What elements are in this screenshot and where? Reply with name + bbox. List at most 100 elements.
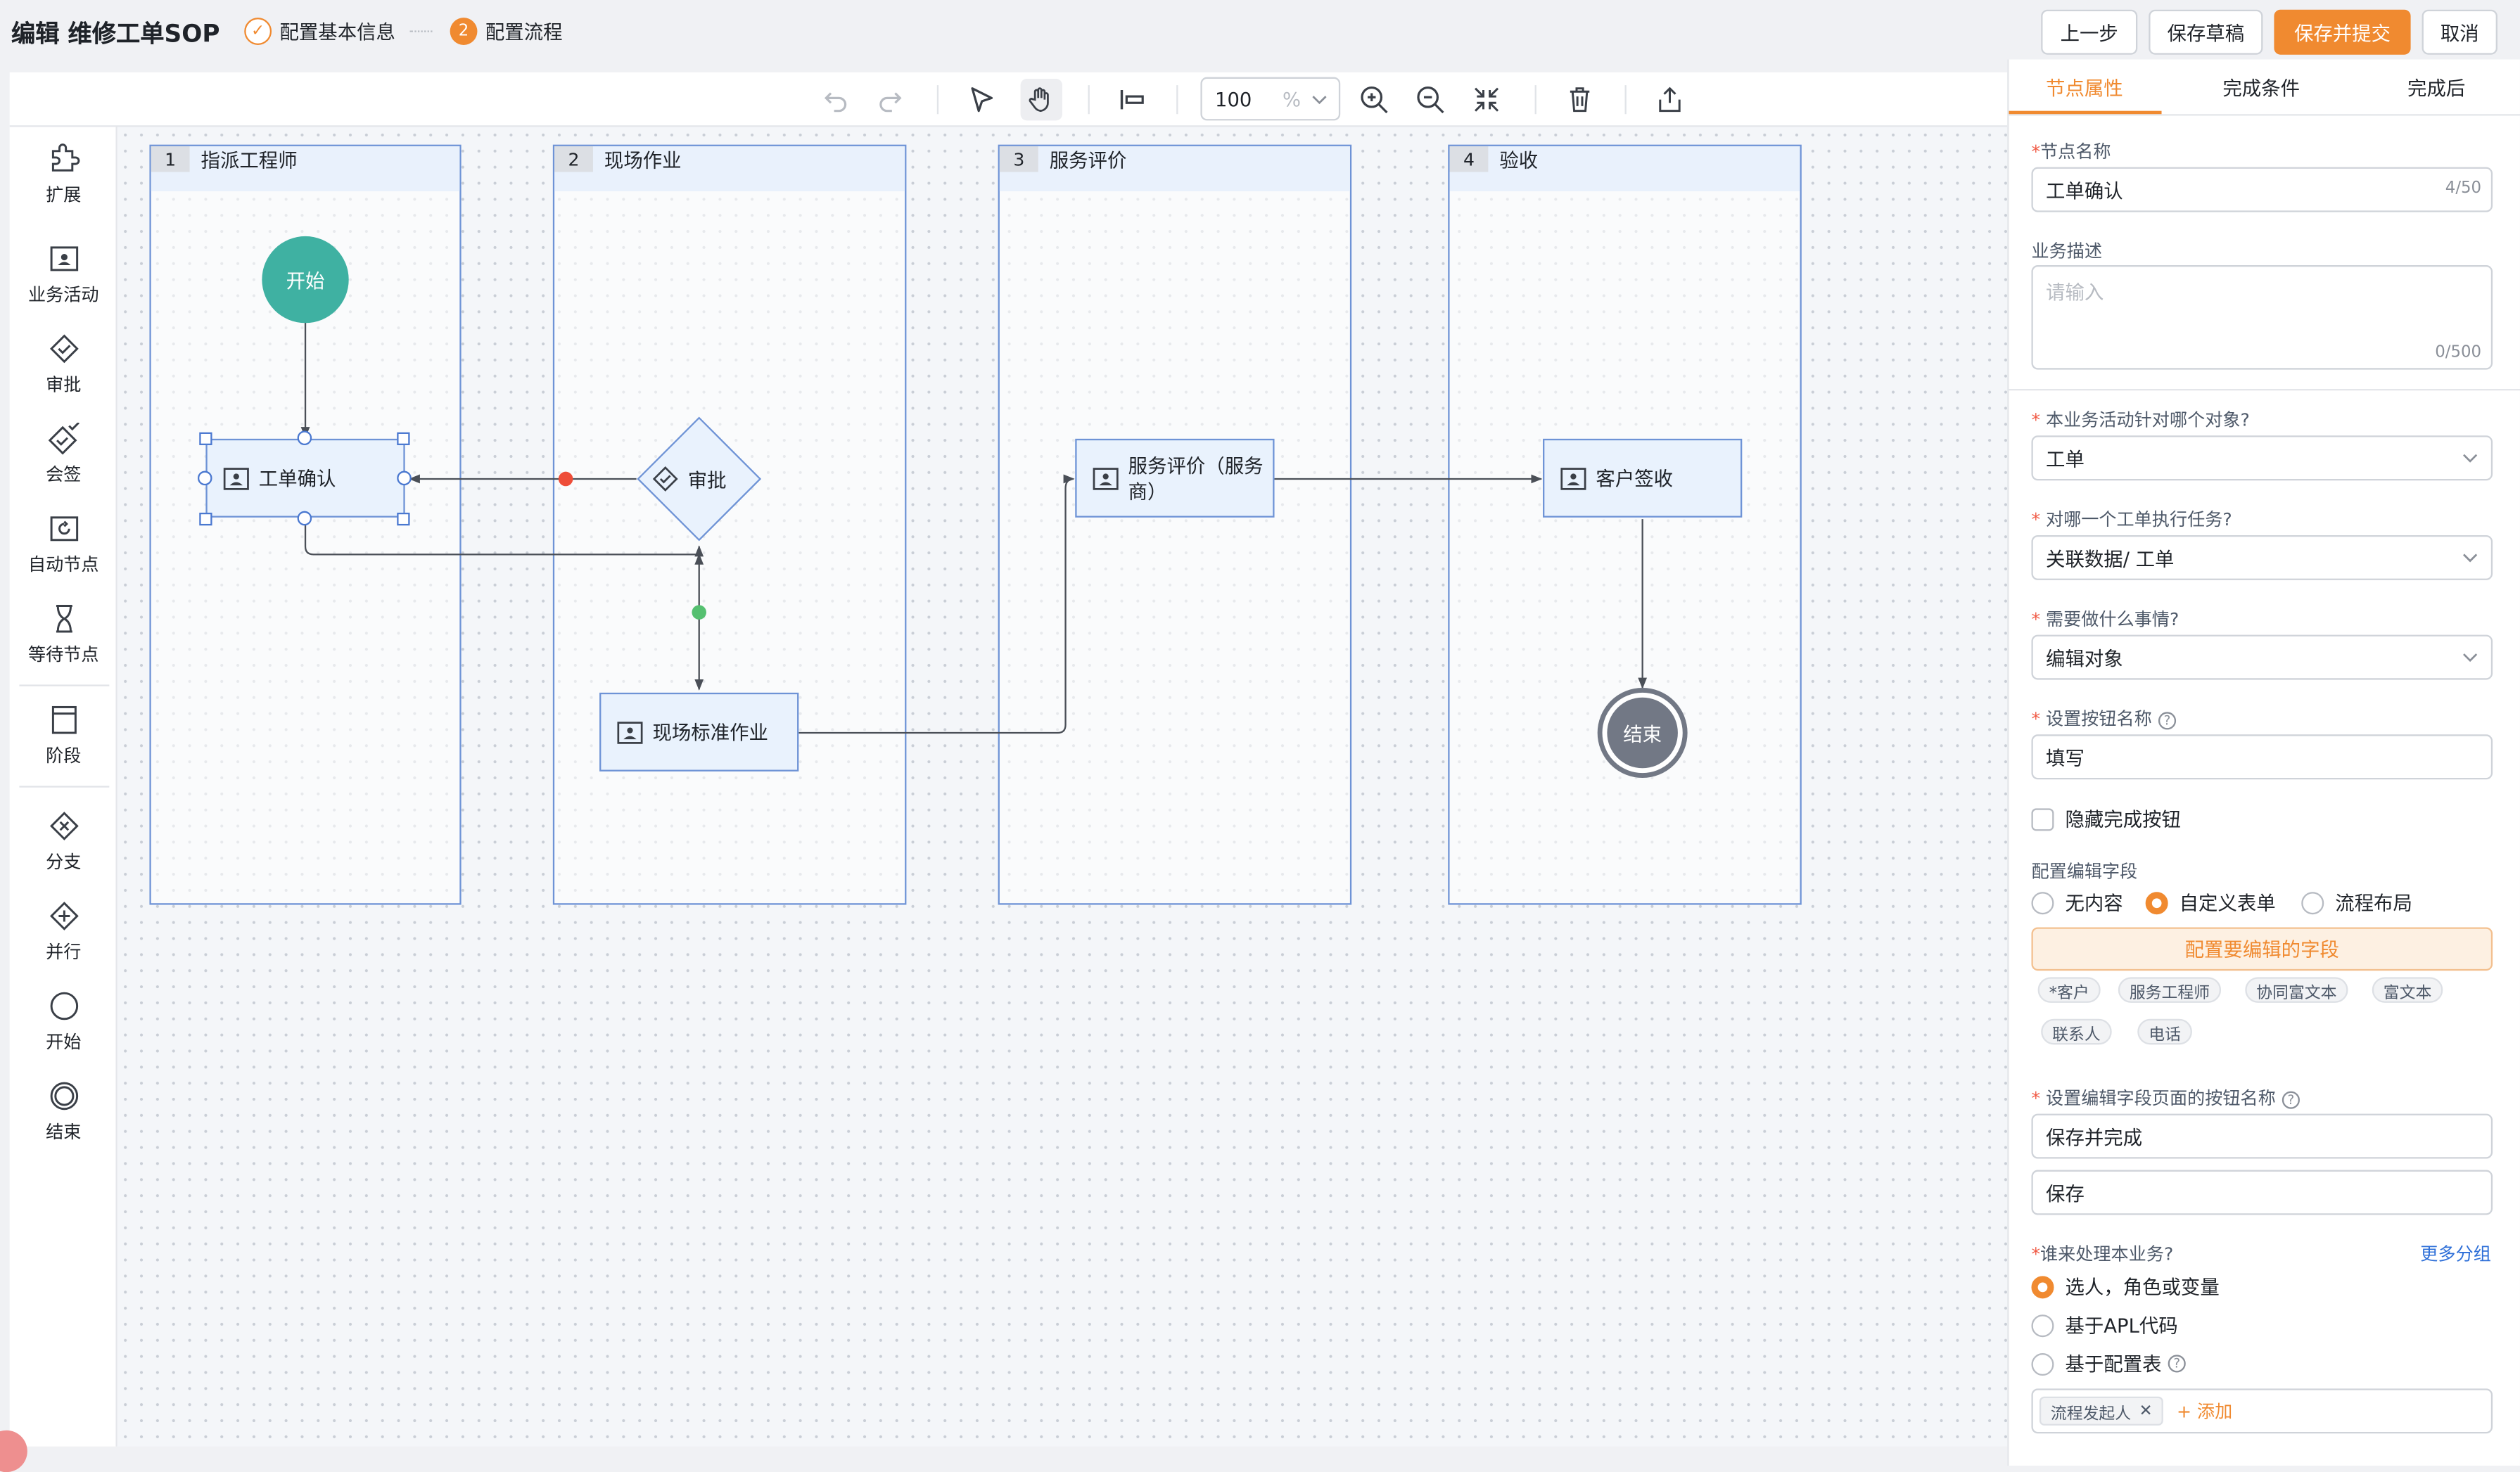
resize-handle[interactable] bbox=[397, 513, 409, 525]
edge-anchor-green[interactable] bbox=[692, 605, 706, 620]
connect-handle[interactable] bbox=[198, 471, 212, 486]
configure-fields-button[interactable]: 配置要编辑的字段 bbox=[2031, 928, 2493, 971]
cancel-button[interactable]: 取消 bbox=[2422, 10, 2497, 55]
input-value: 填写 bbox=[2046, 743, 2085, 771]
node-label: 服务评价（服务商） bbox=[1128, 452, 1264, 504]
radio-label: 基于APL代码 bbox=[2065, 1312, 2177, 1339]
radio-no-content[interactable]: 无内容 bbox=[2031, 889, 2123, 916]
node-label: 审批 bbox=[688, 466, 727, 494]
radio-circle bbox=[2031, 1352, 2054, 1375]
radio-custom-form[interactable]: 自定义表单 bbox=[2146, 889, 2276, 916]
palette-item-activity[interactable]: 业务活动 bbox=[10, 243, 117, 307]
edge-anchor-red[interactable] bbox=[559, 472, 573, 487]
align-icon[interactable] bbox=[1114, 82, 1149, 117]
prev-step-button[interactable]: 上一步 bbox=[2041, 10, 2137, 55]
radio-config-table[interactable]: 基于配置表? bbox=[2031, 1350, 2185, 1377]
description-textarea[interactable]: 请输入 0/500 bbox=[2031, 265, 2493, 370]
radio-label: 无内容 bbox=[2065, 889, 2123, 916]
more-groups-link[interactable]: 更多分组 bbox=[2420, 1241, 2491, 1267]
help-icon[interactable]: ? bbox=[2282, 1090, 2300, 1108]
palette-label: 会签 bbox=[46, 461, 81, 487]
node-customer-signoff[interactable]: 客户签收 bbox=[1543, 439, 1742, 518]
resize-handle[interactable] bbox=[397, 433, 409, 445]
handler-tag-label: 流程发起人 bbox=[2051, 1399, 2131, 1423]
palette-label: 自动节点 bbox=[28, 551, 99, 577]
palette-item-start[interactable]: 开始 bbox=[10, 990, 117, 1054]
checkbox-label: 隐藏完成按钮 bbox=[2065, 805, 2181, 833]
node-service-evaluation[interactable]: 服务评价（服务商） bbox=[1075, 439, 1274, 518]
toolbar-divider bbox=[1625, 85, 1627, 114]
field-tag: *客户 bbox=[2038, 977, 2101, 1003]
help-icon[interactable]: ? bbox=[2168, 1355, 2186, 1372]
palette-item-auto-node[interactable]: 自动节点 bbox=[10, 513, 117, 577]
palette-item-approval[interactable]: 审批 bbox=[10, 333, 117, 397]
action-select[interactable]: 编辑对象 bbox=[2031, 635, 2493, 680]
node-name-input[interactable]: 工单确认 4/50 bbox=[2031, 167, 2493, 212]
start-node[interactable]: 开始 bbox=[262, 236, 348, 323]
auto-node-icon bbox=[47, 513, 79, 545]
button-name-input[interactable]: 填写 bbox=[2031, 734, 2493, 779]
panel-divider bbox=[2009, 389, 2520, 390]
char-count: 0/500 bbox=[2435, 344, 2481, 361]
save-complete-name-input[interactable]: 保存并完成 bbox=[2031, 1114, 2493, 1159]
hide-complete-button-checkbox[interactable]: 隐藏完成按钮 bbox=[2031, 805, 2180, 833]
toolbar-divider bbox=[937, 85, 938, 114]
edit-fields-label: 配置编辑字段 bbox=[2031, 858, 2137, 884]
tab-after-completion[interactable]: 完成后 bbox=[2407, 74, 2465, 101]
connect-handle[interactable] bbox=[298, 430, 312, 445]
palette-item-branch[interactable]: 分支 bbox=[10, 810, 117, 874]
flow-canvas[interactable]: 1 指派工程师 2 现场作业 3 服务评价 4 验收 bbox=[117, 127, 2007, 1447]
tab-node-properties[interactable]: 节点属性 bbox=[2046, 74, 2123, 101]
resize-handle[interactable] bbox=[199, 433, 212, 445]
node-onsite-standard-work[interactable]: 现场标准作业 bbox=[599, 693, 798, 772]
fit-screen-icon[interactable] bbox=[1469, 82, 1504, 117]
help-icon[interactable]: ? bbox=[2158, 711, 2176, 729]
radio-flow-layout[interactable]: 流程布局 bbox=[2301, 889, 2412, 916]
connect-handle[interactable] bbox=[397, 471, 412, 486]
select-value: 编辑对象 bbox=[2046, 644, 2123, 671]
tab-completion-conditions[interactable]: 完成条件 bbox=[2222, 74, 2300, 101]
handler-picker[interactable]: 流程发起人 ✕ + 添加 bbox=[2031, 1388, 2493, 1433]
field-tag: 联系人 bbox=[2041, 1019, 2112, 1045]
save-submit-button[interactable]: 保存并提交 bbox=[2274, 10, 2410, 55]
connect-handle[interactable] bbox=[298, 511, 312, 526]
zoom-out-icon[interactable] bbox=[1413, 82, 1448, 117]
hand-pan-icon[interactable] bbox=[1021, 79, 1062, 120]
palette-label: 阶段 bbox=[46, 743, 81, 769]
palette-item-end[interactable]: 结束 bbox=[10, 1080, 117, 1144]
radio-circle bbox=[2031, 1275, 2054, 1298]
start-label: 开始 bbox=[286, 266, 325, 293]
close-icon[interactable]: ✕ bbox=[2139, 1402, 2153, 1420]
export-icon[interactable] bbox=[1652, 82, 1687, 117]
palette-item-wait-node[interactable]: 等待节点 bbox=[10, 603, 117, 667]
node-approval[interactable]: 审批 bbox=[637, 416, 762, 542]
radio-apl-code[interactable]: 基于APL代码 bbox=[2031, 1312, 2177, 1339]
edge-onsite-to-eval[interactable] bbox=[798, 479, 1074, 733]
step-label: 配置基本信息 bbox=[279, 18, 395, 45]
palette-item-parallel[interactable]: 并行 bbox=[10, 900, 117, 964]
resize-handle[interactable] bbox=[199, 513, 212, 525]
node-ticket-confirm[interactable]: 工单确认 bbox=[205, 439, 405, 518]
task-target-select[interactable]: 关联数据/ 工单 bbox=[2031, 535, 2493, 580]
step-label: 配置流程 bbox=[485, 18, 563, 45]
input-value: 保存并完成 bbox=[2046, 1122, 2142, 1150]
save-name-input[interactable]: 保存 bbox=[2031, 1170, 2493, 1215]
palette-item-stage[interactable]: 阶段 bbox=[10, 704, 117, 768]
delete-icon[interactable] bbox=[1562, 82, 1597, 117]
step-config-flow[interactable]: 2 配置流程 bbox=[450, 18, 563, 45]
step-basic-info[interactable]: ✓ 配置基本信息 bbox=[244, 18, 395, 45]
radio-select-people[interactable]: 选人，角色或变量 bbox=[2031, 1273, 2219, 1300]
zoom-select[interactable]: 100 % bbox=[1200, 77, 1340, 121]
chevron-down-icon bbox=[1311, 94, 1328, 106]
palette-item-extension[interactable]: 扩展 bbox=[10, 140, 117, 207]
select-pointer-icon[interactable] bbox=[965, 82, 1000, 117]
undo-icon[interactable] bbox=[818, 82, 853, 117]
redo-icon[interactable] bbox=[872, 82, 908, 117]
end-node[interactable]: 结束 bbox=[1598, 688, 1688, 778]
zoom-in-icon[interactable] bbox=[1356, 82, 1392, 117]
add-handler-button[interactable]: + 添加 bbox=[2177, 1398, 2232, 1424]
radio-circle bbox=[2146, 891, 2168, 914]
palette-item-countersign[interactable]: 会签 bbox=[10, 423, 117, 487]
save-draft-button[interactable]: 保存草稿 bbox=[2149, 10, 2263, 55]
object-select[interactable]: 工单 bbox=[2031, 435, 2493, 480]
